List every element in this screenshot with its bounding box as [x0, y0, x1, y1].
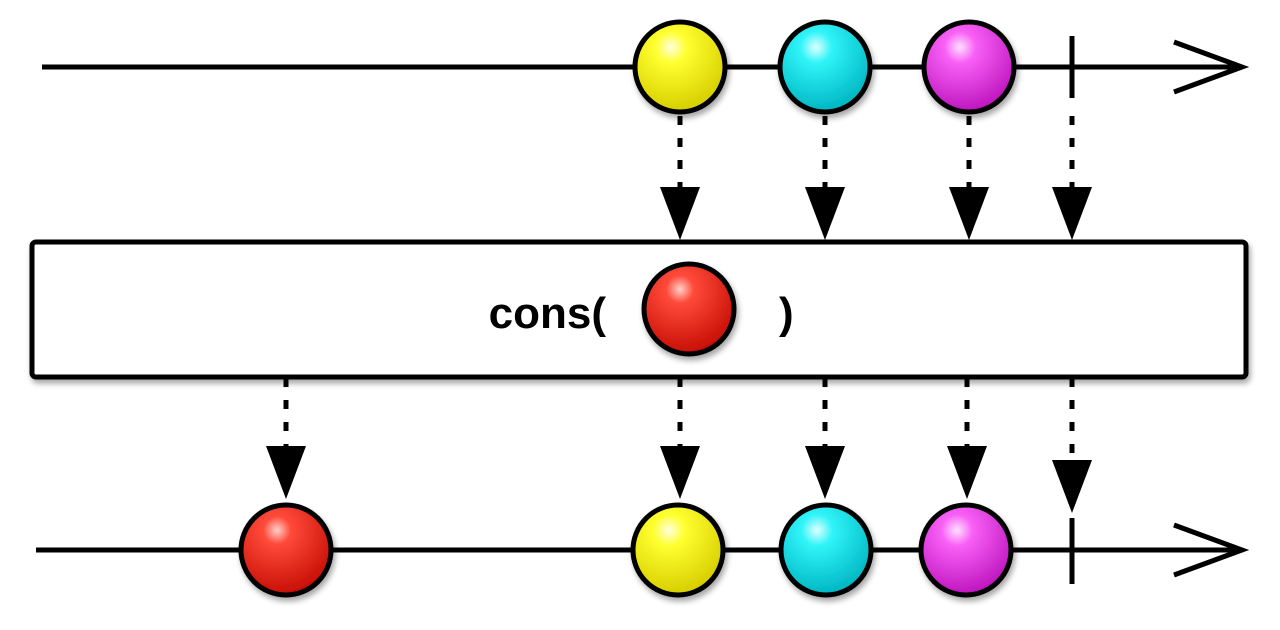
output-arrowheads	[266, 446, 1092, 513]
operator-argument-marble	[641, 261, 737, 357]
down-arrowhead	[660, 187, 700, 240]
output-marble-yellow	[630, 502, 726, 598]
output-marble-magenta	[918, 502, 1014, 598]
down-arrowhead	[660, 446, 700, 499]
down-arrowhead	[1052, 460, 1092, 513]
input-timeline-arrowhead	[1173, 39, 1250, 95]
down-arrowhead	[1052, 187, 1092, 240]
input-arrowheads	[660, 187, 1092, 240]
input-marbles	[632, 19, 1017, 115]
down-arrowhead	[805, 446, 845, 499]
input-marble-cyan	[777, 19, 873, 115]
operator-box-frame	[29, 239, 1249, 380]
output-marble-red	[238, 502, 334, 598]
operator-label-suffix: )	[779, 289, 794, 338]
output-timeline-arrowhead	[1173, 522, 1250, 578]
down-arrowhead	[947, 446, 987, 499]
input-marble-yellow	[632, 19, 728, 115]
output-marbles	[238, 502, 1014, 598]
input-marble-magenta	[921, 19, 1017, 115]
operator-label-prefix: cons(	[489, 289, 607, 338]
down-arrowhead	[805, 187, 845, 240]
down-arrowhead	[266, 446, 306, 499]
operator-box: cons( )	[29, 239, 1249, 380]
operator-to-output-arrows	[283, 378, 1075, 458]
output-marble-cyan	[778, 502, 874, 598]
input-to-operator-arrows	[677, 116, 1075, 198]
down-arrowhead	[949, 187, 989, 240]
